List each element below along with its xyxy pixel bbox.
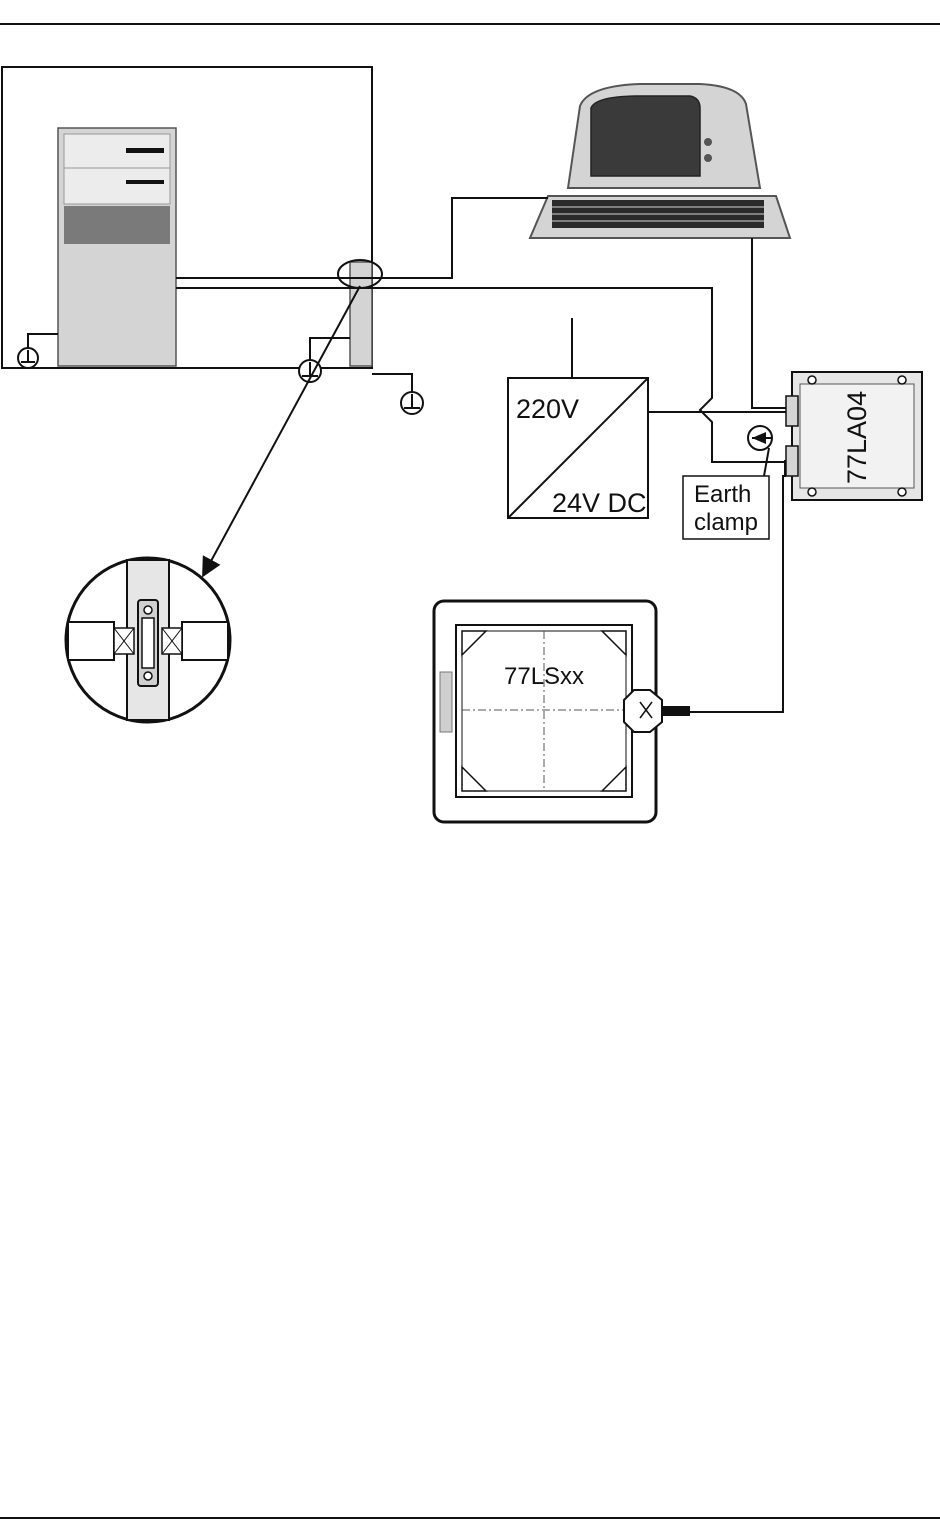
pc-tower — [58, 128, 176, 366]
computer-terminal — [530, 84, 790, 238]
sensor-model-label: 77LSxx — [504, 663, 584, 690]
power-input-label: 220V — [516, 394, 579, 424]
ground-symbol-outside — [372, 374, 423, 414]
earth-clamp-detail — [66, 558, 230, 722]
earth-clamp-symbol — [748, 426, 772, 450]
sensor — [434, 601, 690, 822]
earth-clamp-label-line2: clamp — [694, 509, 758, 536]
controller-model-label: 77LA04 — [842, 391, 872, 484]
earth-clamp-label-line1: Earth — [694, 481, 751, 508]
power-output-label: 24V DC — [552, 488, 647, 518]
